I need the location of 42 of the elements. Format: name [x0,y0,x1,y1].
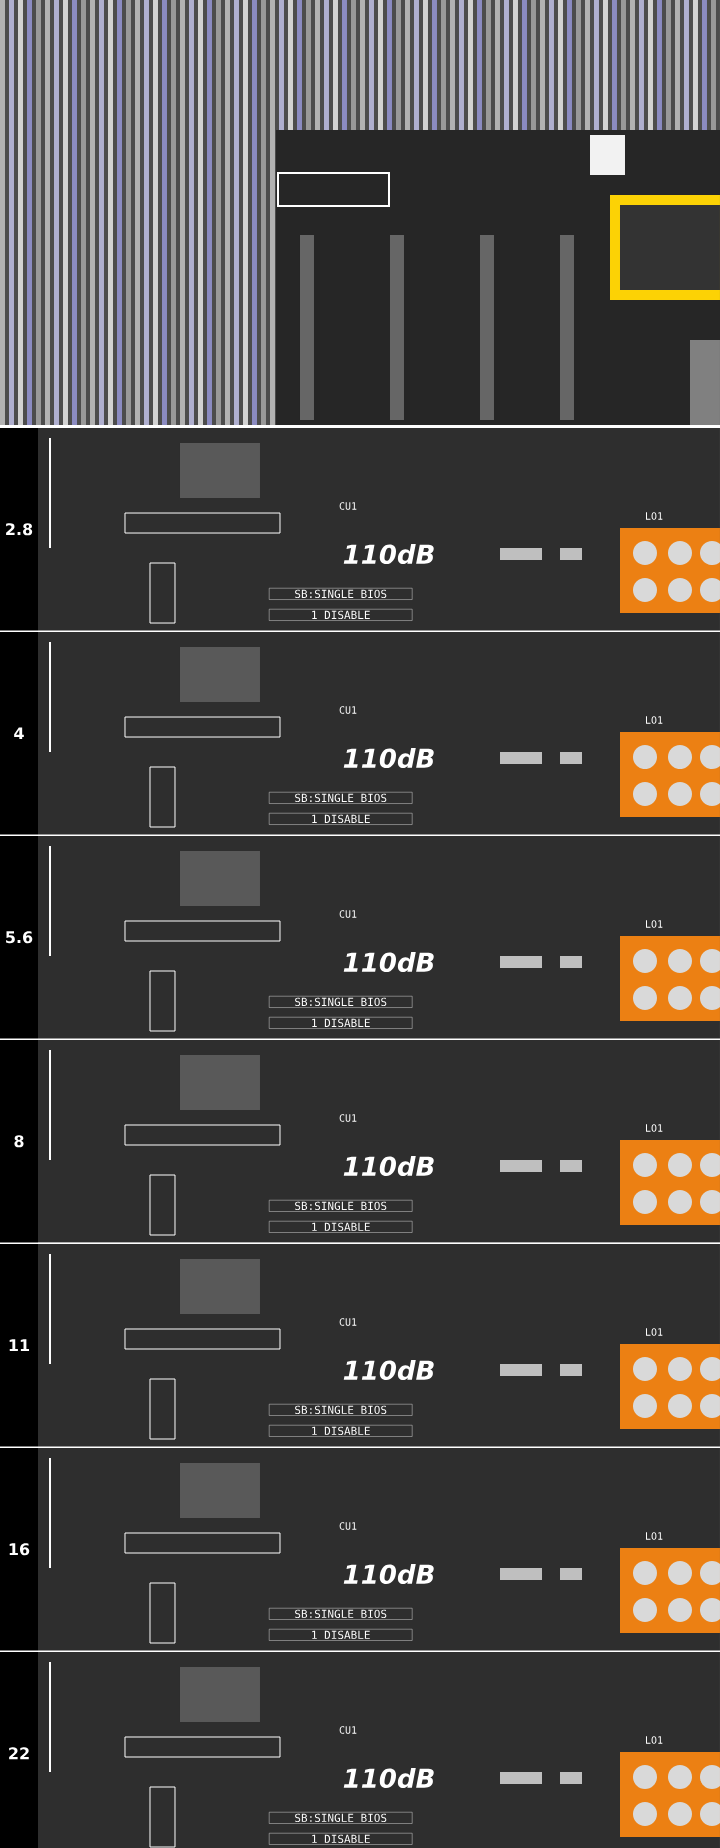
f-number-label: 16 [9,1543,30,1556]
silkscreen-text: CU1 [339,910,357,918]
silkscreen-text: SB:SINGLE BIOS [269,792,413,804]
silkscreen-text: SB:SINGLE BIOS [269,1200,413,1212]
silkscreen-text: 110dB [343,1359,434,1381]
silkscreen-text: 110dB [343,543,434,565]
f-number-label: 22 [9,1747,29,1760]
silkscreen-text: SB:SINGLE BIOS [269,996,413,1008]
silkscreen-text: CU1 [339,1114,357,1122]
silkscreen-text: 1 DISABLE [269,1221,413,1233]
silkscreen-text: 110dB [343,1155,434,1177]
silkscreen-text: 110dB [343,1563,434,1585]
f-number-label: 5.6 [6,931,33,944]
silkscreen-text: LO1 [646,512,663,520]
silkscreen-text: 110dB [343,747,434,769]
silkscreen-text: CU1 [339,502,357,510]
silkscreen-text: LO1 [646,716,663,724]
silkscreen-text: 1 DISABLE [269,1017,413,1029]
silkscreen-text: CU1 [339,706,357,714]
silkscreen-text: SB:SINGLE BIOS [269,1812,413,1824]
silkscreen-text: 1 DISABLE [269,1629,413,1641]
f-number-label: 2.8 [6,523,33,536]
silkscreen-text: 110dB [343,951,434,973]
silkscreen-text: CU1 [339,1726,357,1734]
silkscreen-text: CU1 [339,1522,357,1530]
silkscreen-text: SB:SINGLE BIOS [269,1404,413,1416]
silkscreen-text: 1 DISABLE [269,1425,413,1437]
silkscreen-text: 1 DISABLE [269,609,413,621]
silkscreen-text: LO1 [646,1328,663,1336]
silkscreen-text: SB:SINGLE BIOS [269,588,413,600]
silkscreen-text: LO1 [646,1736,663,1744]
silkscreen-text: LO1 [646,920,663,928]
silkscreen-text: SB:SINGLE BIOS [269,1608,413,1620]
silkscreen-text: CU1 [339,1318,357,1326]
f-number-label: 8 [14,1135,24,1148]
silkscreen-text: 110dB [343,1767,434,1789]
silkscreen-text: LO1 [646,1124,663,1132]
f-number-label: 11 [9,1339,29,1352]
silkscreen-text: 1 DISABLE [269,1833,413,1845]
silkscreen-text: LO1 [646,1532,663,1540]
silkscreen-text: 1 DISABLE [269,813,413,825]
f-number-label: 4 [14,727,24,740]
